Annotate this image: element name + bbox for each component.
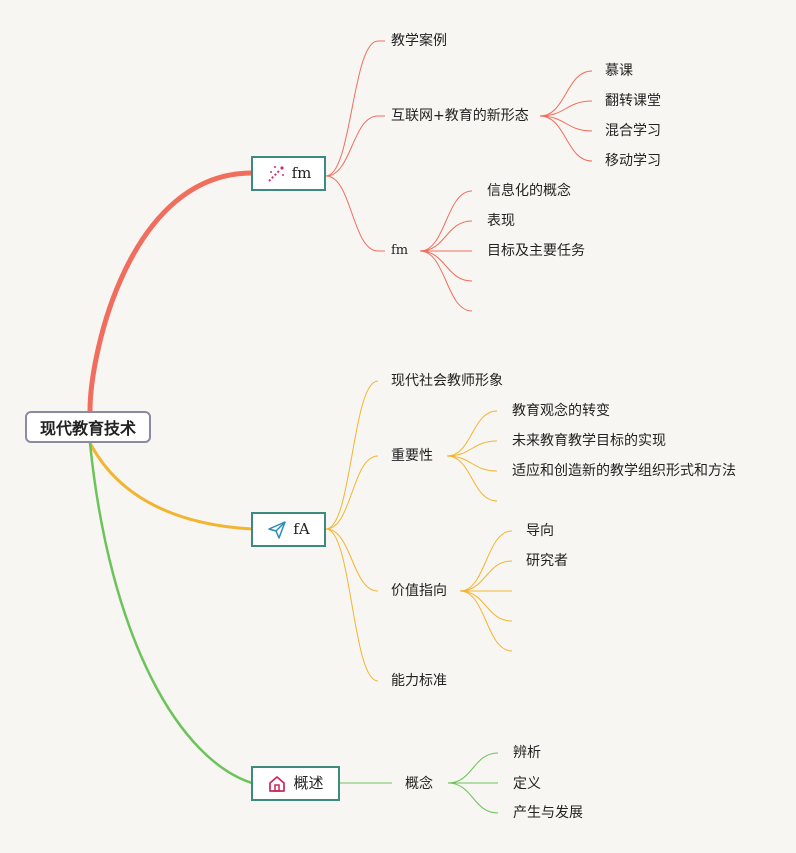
sparkle-icon — [266, 164, 286, 184]
leaf-connector — [419, 250, 473, 312]
leaf-connector — [539, 70, 593, 117]
home-icon — [267, 774, 287, 794]
topic-connector — [325, 380, 379, 530]
leaf-node[interactable]: 导向 — [526, 521, 554, 541]
topic-node[interactable]: 教学案例 — [391, 31, 447, 51]
leaf-node[interactable]: 未来教育教学目标的实现 — [512, 431, 666, 451]
leaf-node[interactable]: 混合学习 — [605, 121, 661, 141]
branch-label: fm — [291, 164, 312, 182]
leaf-connector — [447, 782, 499, 814]
leaf-connector — [539, 115, 593, 162]
leaf-node[interactable]: 表现 — [487, 211, 515, 231]
topic-node[interactable]: 价值指向 — [391, 581, 447, 601]
leaf-label: 研究者 — [526, 553, 568, 569]
leaf-label: 定义 — [513, 776, 541, 792]
leaf-node[interactable]: 定义 — [513, 774, 541, 794]
topic-connector — [325, 40, 379, 177]
leaf-connector — [447, 752, 499, 784]
topic-connector — [325, 175, 379, 252]
leaf-label: 适应和创造新的教学组织形式和方法 — [512, 463, 736, 479]
leaf-connector — [459, 530, 513, 592]
branch-node-fm[interactable]: fm — [251, 156, 326, 191]
leaf-label: 导向 — [526, 523, 554, 539]
leaf-label: 移动学习 — [605, 153, 661, 169]
topic-connector — [325, 115, 379, 177]
topic-node[interactable]: 重要性 — [391, 446, 433, 466]
leaf-node[interactable]: 翻转课堂 — [605, 91, 661, 111]
leaf-label: 表现 — [487, 213, 515, 229]
branch-label: 概述 — [293, 774, 324, 792]
leaf-node[interactable]: 移动学习 — [605, 151, 661, 171]
topic-label: 教学案例 — [391, 33, 447, 49]
leaf-connector — [539, 115, 593, 132]
root-branch-connector — [88, 442, 253, 531]
paper-plane-icon — [267, 520, 287, 540]
root-label: 现代教育技术 — [39, 419, 136, 438]
leaf-connector — [459, 560, 513, 592]
branch-node-fa[interactable]: fA — [251, 512, 326, 547]
leaf-connector — [539, 100, 593, 117]
branch-label: fA — [293, 520, 310, 538]
topic-connector — [325, 528, 379, 682]
leaf-label: 教育观念的转变 — [512, 403, 610, 419]
topic-connector — [325, 455, 379, 530]
leaf-connector — [419, 190, 473, 252]
leaf-connector — [419, 250, 473, 282]
topic-connector — [325, 528, 379, 592]
topic-label: 概念 — [405, 776, 433, 792]
topic-node[interactable]: 现代社会教师形象 — [391, 371, 503, 391]
leaf-node[interactable]: 信息化的概念 — [487, 181, 571, 201]
leaf-label: 混合学习 — [605, 123, 661, 139]
leaf-node[interactable]: 慕课 — [605, 61, 633, 81]
root-branch-connector — [87, 170, 255, 414]
leaf-node[interactable]: 目标及主要任务 — [487, 241, 585, 261]
leaf-connector — [459, 590, 513, 652]
topic-node[interactable]: fm — [391, 241, 408, 261]
leaf-node[interactable]: 产生与发展 — [513, 803, 583, 823]
leaf-connector — [446, 455, 498, 502]
leaf-label: 翻转课堂 — [605, 93, 661, 109]
leaf-label: 信息化的概念 — [487, 183, 571, 199]
leaf-node[interactable]: 辨析 — [513, 743, 541, 763]
topic-label: 重要性 — [391, 448, 433, 464]
leaf-connector — [446, 410, 498, 457]
topic-node[interactable]: 能力标准 — [391, 671, 447, 691]
leaf-node[interactable]: 教育观念的转变 — [512, 401, 610, 421]
root-branch-connector — [88, 442, 253, 785]
root-node[interactable]: 现代教育技术 — [25, 411, 151, 443]
leaf-label: 产生与发展 — [513, 805, 583, 821]
topic-node[interactable]: 互联网+教育的新形态 — [391, 106, 529, 126]
leaf-node[interactable]: 适应和创造新的教学组织形式和方法 — [512, 461, 736, 481]
leaf-node[interactable]: 研究者 — [526, 551, 568, 571]
leaf-connector — [446, 455, 498, 472]
leaf-label: 目标及主要任务 — [487, 243, 585, 259]
topic-node[interactable]: 概念 — [405, 774, 433, 794]
leaf-connector — [446, 440, 498, 457]
leaf-connector — [419, 220, 473, 252]
topic-label: 价值指向 — [391, 583, 447, 599]
topic-label: 互联网+教育的新形态 — [391, 108, 529, 124]
leaf-label: 未来教育教学目标的实现 — [512, 433, 666, 449]
leaf-label: 辨析 — [513, 745, 541, 761]
topic-label: 现代社会教师形象 — [391, 373, 503, 389]
leaf-label: 慕课 — [605, 63, 633, 79]
topic-label: 能力标准 — [391, 673, 447, 689]
branch-node-overview[interactable]: 概述 — [251, 766, 340, 801]
topic-label: fm — [391, 243, 409, 258]
leaf-connector — [459, 590, 513, 622]
